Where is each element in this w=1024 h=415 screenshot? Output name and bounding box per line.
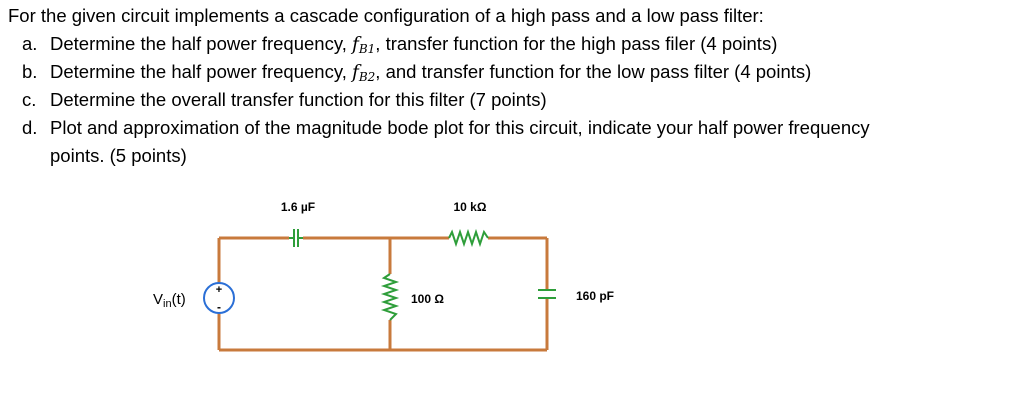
item-d-label: d. (22, 117, 38, 138)
capacitor-1-symbol (289, 229, 303, 247)
item-b-text: Determine the half power frequency, fB2,… (50, 60, 811, 89)
resistor-1-label: 10 kΩ (454, 200, 487, 214)
resistor-1-symbol (448, 228, 489, 248)
item-b-pre: Determine the half power frequency, (50, 61, 352, 82)
circuit-diagram: 1.6 µF 10 kΩ 100 Ω 160 pF + - Vin(t) (153, 200, 614, 352)
item-a-text: Determine the half power frequency, fB1,… (50, 32, 777, 61)
item-b-label: b. (22, 61, 38, 82)
capacitor-2-label: 160 pF (576, 289, 614, 303)
item-a-post: , transfer function for the high pass fi… (375, 33, 778, 54)
item-b-post: , and transfer function for the low pass… (375, 61, 812, 82)
item-d-text: Plot and approximation of the magnitude … (50, 117, 870, 138)
item-c-text: Determine the overall transfer function … (50, 89, 547, 110)
voltage-source-label: Vin(t) (153, 291, 186, 310)
voltage-source-symbol: + - (203, 282, 235, 314)
item-a-pre: Determine the half power frequency, (50, 33, 352, 54)
item-a-label: a. (22, 33, 38, 54)
resistor-2-symbol (380, 273, 400, 321)
resistor-2-label: 100 Ω (411, 292, 444, 306)
problem-intro: For the given circuit implements a casca… (8, 5, 764, 26)
item-a-var: fB1 (351, 34, 376, 56)
item-c-label: c. (22, 89, 37, 110)
item-b-var: fB2 (351, 62, 376, 84)
item-d-text-continued: points. (5 points) (50, 145, 187, 166)
capacitor-2-symbol (538, 289, 556, 299)
capacitor-1-label: 1.6 µF (281, 200, 315, 214)
source-minus-sign: - (217, 300, 221, 314)
source-plus-sign: + (216, 284, 222, 296)
circuit-wires (217, 236, 549, 352)
